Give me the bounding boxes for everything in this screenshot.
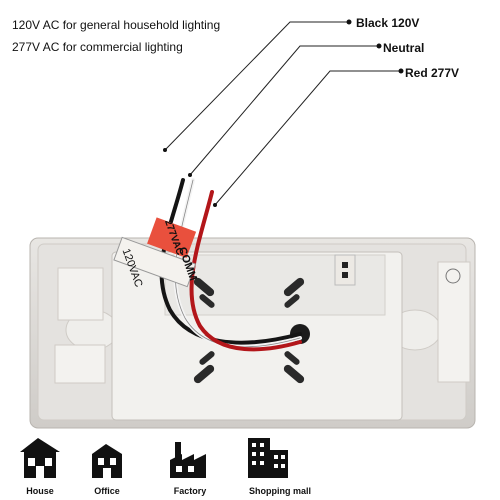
application-label: Shopping mall [249,486,311,496]
label-black-120v: Black 120V [356,16,420,30]
left-label-sticker [57,267,104,321]
application-label: Office [94,486,120,496]
right-label-sticker [437,261,471,383]
black-pointer-dot [346,19,352,25]
label-neutral: Neutral [383,41,425,55]
red-pointer-dot [398,68,404,74]
application-label: House [26,486,54,496]
voltage-tag [147,217,197,259]
applications-row [20,438,288,478]
neutral-pointer-dot [376,43,382,49]
factory-icon [170,442,206,478]
office-icon [92,444,122,478]
knockout-slots [193,277,305,384]
house-icon [20,438,60,478]
note-277v: 277V AC for commercial lighting [12,40,183,54]
shopping-mall-icon [248,438,288,478]
callout-lines [164,21,402,206]
application-label: Factory [173,486,207,496]
label-red-277v: Red 277V [405,66,460,80]
note-120v: 120V AC for general household lighting [12,18,221,32]
